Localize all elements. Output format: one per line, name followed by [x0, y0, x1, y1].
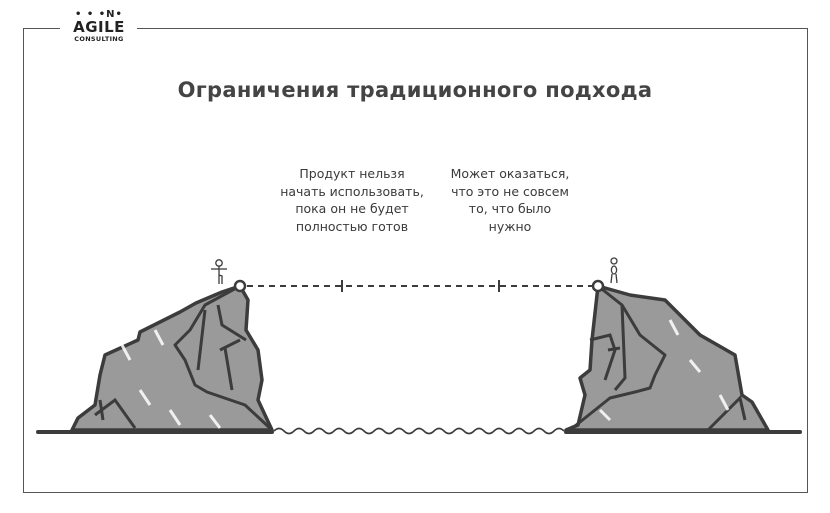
left-cliff	[70, 259, 274, 432]
caption-line: то, что было	[468, 201, 552, 216]
frame-top-right	[137, 28, 807, 29]
caption-line: нужно	[488, 218, 532, 234]
logo-dots: • • •N•	[75, 9, 123, 20]
person-right-icon	[610, 257, 618, 284]
frame-right	[807, 28, 808, 492]
person-left-icon	[211, 259, 227, 284]
frame-bottom	[23, 492, 808, 493]
frame-top-left	[23, 28, 60, 29]
caption-left: Продукт нельзя начать использовать, пока…	[272, 165, 432, 235]
caption-line: начать использовать,	[280, 183, 424, 199]
caption-line: что это не совсем	[451, 183, 569, 199]
water-wave	[273, 427, 565, 435]
anchor-left	[233, 279, 247, 293]
logo-name: AGILE	[73, 18, 125, 36]
page-title: Ограничения традиционного подхода	[177, 78, 653, 102]
right-cliff	[564, 257, 770, 432]
caption-line: Продукт нельзя	[299, 166, 405, 181]
frame-left	[23, 28, 24, 492]
caption-line: полностью готов	[295, 218, 409, 234]
caption-line: пока он не будет	[295, 201, 409, 216]
caption-line: Может оказаться,	[450, 166, 570, 181]
logo-subtitle: CONSULTING	[74, 35, 124, 43]
anchor-right	[591, 279, 605, 293]
logo: • • •N• AGILE CONSULTING	[60, 10, 138, 44]
caption-right: Может оказаться, что это не совсем то, ч…	[428, 165, 592, 235]
